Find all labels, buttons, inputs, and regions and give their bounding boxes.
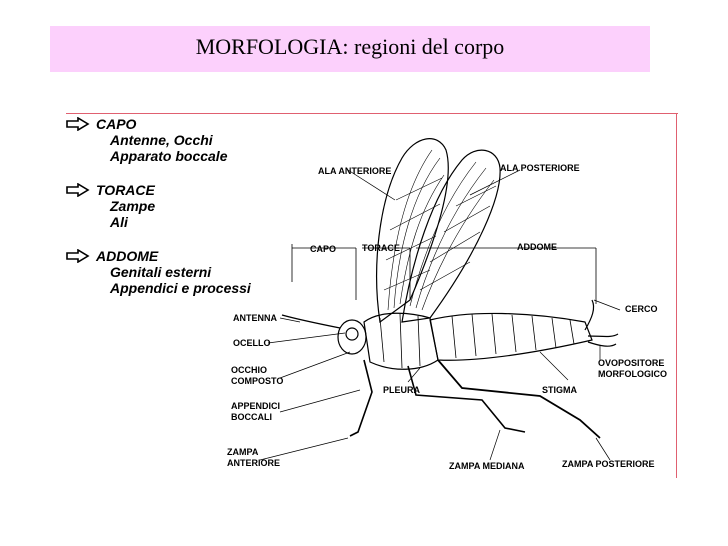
- forewing: [376, 138, 449, 324]
- label-morfologico: MORFOLOGICO: [598, 369, 667, 379]
- region-item: Apparato boccale: [110, 148, 228, 164]
- region-item: Zampe: [110, 198, 156, 214]
- label-stigma: STIGMA: [542, 385, 577, 395]
- region-name: TORACE: [96, 182, 155, 198]
- label-occhio: OCCHIO: [231, 365, 267, 375]
- title-bar: MORFOLOGIA: regioni del corpo: [50, 26, 650, 72]
- label-torace: TORACE: [362, 243, 400, 253]
- label-ovopositore: OVOPOSITORE: [598, 358, 665, 368]
- label-ocello: OCELLO: [233, 338, 271, 348]
- region-capo: CAPO Antenne, Occhi Apparato boccale: [66, 116, 251, 164]
- hollow-arrow-icon: [66, 117, 90, 131]
- label-cerco: CERCO: [625, 304, 658, 314]
- label-zampa: ZAMPA: [227, 447, 259, 457]
- region-name: ADDOME: [96, 248, 159, 264]
- label-ala-posteriore: ALA POSTERIORE: [500, 163, 580, 173]
- frame-top-line: [66, 113, 678, 114]
- label-ala-anteriore: ALA ANTERIORE: [318, 166, 392, 176]
- label-boccali: BOCCALI: [231, 412, 272, 422]
- label-antenna: ANTENNA: [233, 313, 277, 323]
- region-item: Antenne, Occhi: [110, 132, 213, 148]
- hollow-arrow-icon: [66, 249, 90, 263]
- head-shape: [337, 319, 367, 355]
- region-item: Genitali esterni: [110, 264, 212, 280]
- slide-title: MORFOLOGIA: regioni del corpo: [195, 34, 505, 59]
- label-composto: COMPOSTO: [231, 376, 284, 386]
- hollow-arrow-icon: [66, 183, 90, 197]
- label-appendici: APPENDICI: [231, 401, 281, 411]
- region-list: CAPO Antenne, Occhi Apparato boccale TOR…: [66, 116, 251, 314]
- frame-right-line: [676, 113, 677, 478]
- hindwing: [401, 149, 501, 323]
- abdomen-shape: [429, 312, 593, 361]
- label-addome: ADDOME: [517, 242, 557, 252]
- region-name: CAPO: [96, 116, 137, 132]
- region-item: Ali: [110, 214, 128, 230]
- label-anteriore: ANTERIORE: [227, 458, 281, 468]
- label-zampa-mediana: ZAMPA MEDIANA: [449, 461, 525, 471]
- region-torace: TORACE Zampe Ali: [66, 182, 251, 230]
- label-capo: CAPO: [310, 244, 337, 254]
- region-addome: ADDOME Genitali esterni Appendici e proc…: [66, 248, 251, 296]
- label-zampa-posteriore: ZAMPA POSTERIORE: [562, 459, 655, 469]
- region-item: Appendici e processi: [110, 280, 251, 296]
- label-pleura: PLEURA: [383, 385, 421, 395]
